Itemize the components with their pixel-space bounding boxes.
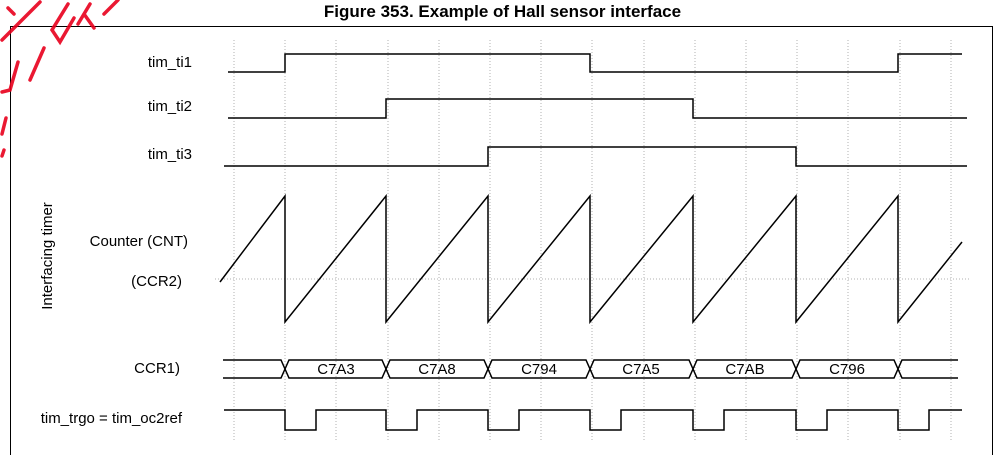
ccr1-bus — [223, 359, 958, 379]
tim-ti1-waveform — [228, 53, 962, 73]
ccr1-value-5: C7AB — [725, 361, 764, 378]
tim-ti3-waveform — [224, 146, 967, 167]
counter-sawtooth — [219, 193, 963, 325]
ccr1-value-2: C7A8 — [418, 361, 456, 378]
ccr1-label: CCR1) — [134, 360, 180, 377]
tim-ti2-label: tim_ti2 — [148, 98, 192, 115]
counter-label: Counter (CNT) — [90, 233, 188, 250]
grid-lines — [233, 40, 952, 440]
tim-ti2-waveform — [228, 98, 967, 119]
figure-frame — [10, 26, 993, 455]
tim-ti3-label: tim_ti3 — [148, 146, 192, 163]
figure-title: Figure 353. Example of Hall sensor inter… — [323, 2, 682, 21]
ccr1-value-4: C7A5 — [622, 361, 660, 378]
interfacing-timer-label: Interfacing timer — [39, 202, 56, 310]
ccr2-label: (CCR2) — [131, 273, 182, 290]
trgo-label: tim_trgo = tim_oc2ref — [41, 410, 183, 427]
ccr1-value-1: C7A3 — [317, 361, 355, 378]
ccr1-value-6: C796 — [829, 361, 865, 378]
tim-ti1-label: tim_ti1 — [148, 54, 192, 71]
ccr1-value-3: C794 — [521, 361, 557, 378]
trgo-waveform — [224, 409, 962, 431]
watermark-stamp — [0, 0, 120, 158]
